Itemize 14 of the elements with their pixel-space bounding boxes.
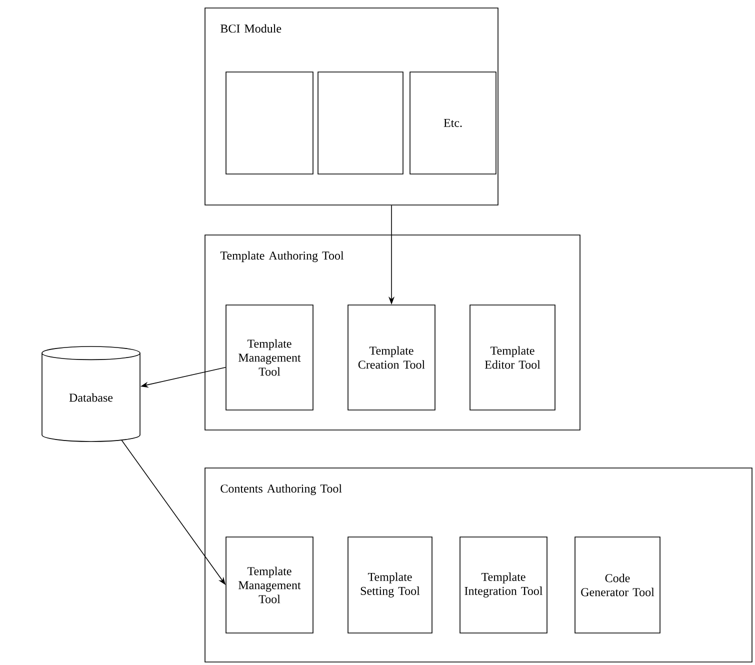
database-cylinder: Database <box>42 346 140 442</box>
tool-box: Etc. <box>410 72 496 174</box>
panel-heading: Template Authoring Tool <box>220 251 344 262</box>
empty-box <box>318 72 404 174</box>
tool-box: Code Generator Tool <box>574 536 660 634</box>
panel-heading: BCI Module <box>220 24 282 33</box>
empty-box <box>226 72 314 174</box>
tool-box: Template Integration Tool <box>460 536 548 634</box>
tool-box: Template Management Tool <box>226 536 314 634</box>
tool-box: Template Setting Tool <box>348 536 432 634</box>
tool-box: Template Creation Tool <box>348 304 436 410</box>
tool-box: Template Editor Tool <box>470 304 556 410</box>
tool-box: Template Management Tool <box>226 304 314 410</box>
panel-heading: Contents Authoring Tool <box>220 484 342 496</box>
